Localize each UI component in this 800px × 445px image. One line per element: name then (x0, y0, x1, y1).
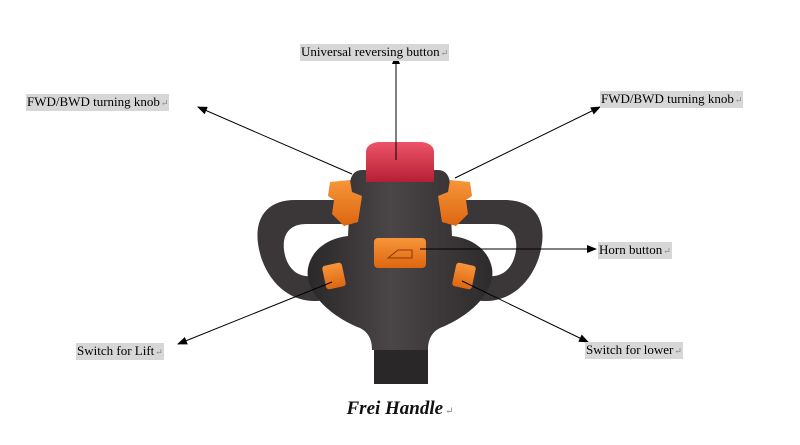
paragraph-mark-icon: ↵ (440, 48, 449, 58)
paragraph-mark-icon: ↵ (445, 406, 454, 417)
label-text: Horn button (599, 242, 663, 257)
label-text: Switch for Lift (77, 343, 155, 358)
right-turning-knob (438, 180, 472, 226)
label-switch-lower: Switch for lower↵ (585, 342, 683, 359)
label-fwd-bwd-right: FWD/BWD turning knob↵ (600, 91, 744, 108)
label-text: FWD/BWD turning knob (601, 91, 734, 106)
horn-button (374, 238, 426, 268)
caption-text: Frei Handle (346, 398, 444, 419)
label-text: Switch for lower (586, 342, 674, 357)
label-text: Universal reversing button (301, 44, 440, 59)
figure-caption: Frei Handle↵ (0, 398, 800, 420)
label-universal-reversing: Universal reversing button↵ (300, 44, 450, 61)
label-switch-lift: Switch for Lift↵ (76, 343, 164, 360)
arrow-fwd-bwd-right (454, 106, 601, 179)
lift-switch (322, 262, 346, 290)
label-horn: Horn button↵ (598, 242, 672, 259)
label-fwd-bwd-left: FWD/BWD turning knob↵ (26, 94, 170, 111)
paragraph-mark-icon: ↵ (155, 347, 163, 357)
paragraph-mark-icon: ↵ (734, 95, 743, 105)
lower-switch (452, 262, 476, 290)
paragraph-mark-icon: ↵ (160, 98, 169, 108)
paragraph-mark-icon: ↵ (663, 246, 671, 256)
paragraph-mark-icon: ↵ (674, 346, 682, 356)
reversing-button (366, 142, 434, 182)
left-turning-knob (328, 180, 362, 226)
arrow-fwd-bwd-left (197, 106, 353, 175)
label-text: FWD/BWD turning knob (27, 94, 160, 109)
arrow-switch-lower (461, 280, 589, 343)
arrow-switch-lift (177, 281, 333, 345)
